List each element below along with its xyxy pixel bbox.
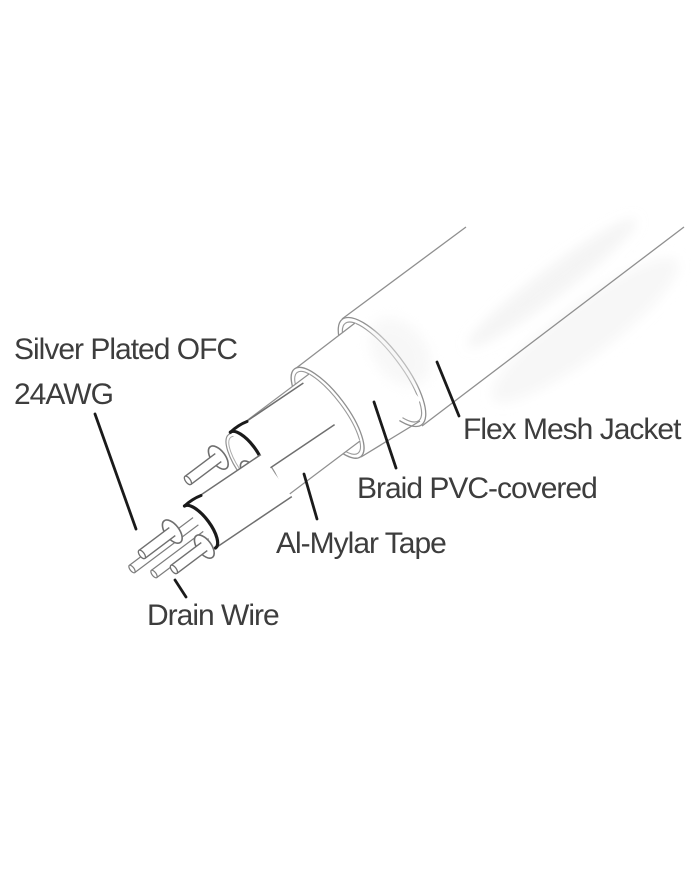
bare-conductor	[169, 542, 208, 575]
label-flex-mesh-jacket: Flex Mesh Jacket	[463, 413, 681, 446]
leader-al-mylar-tape	[302, 472, 319, 521]
bare-conductor	[137, 527, 176, 560]
tape-bottom-edge	[278, 440, 361, 503]
label-silver-plated-ofc-line2: 24AWG	[14, 378, 114, 411]
jacket-shading	[467, 218, 679, 403]
braid-bottom-edge	[360, 420, 421, 458]
braid-shading	[369, 317, 431, 387]
leader-silver-plated-ofc	[93, 412, 138, 531]
label-braid-pvc-covered: Braid PVC-covered	[357, 472, 598, 505]
braid-body	[295, 323, 421, 457]
pair-lower-cut-wrap	[183, 494, 203, 508]
twisted-pair-lower	[137, 453, 293, 575]
braid-top-edge	[294, 322, 356, 370]
pair-lower-cut-edge	[182, 503, 220, 550]
pair-upper-bottom-edge	[261, 423, 336, 475]
label-al-mylar-tape: Al-Mylar Tape	[276, 527, 447, 560]
jacket-top-edge	[341, 226, 467, 320]
leader-flex-mesh-jacket	[435, 360, 461, 418]
pair-upper-cut-wrap	[228, 420, 249, 434]
jacket-bottom-edge	[421, 226, 685, 427]
label-drain-wire: Drain Wire	[147, 599, 280, 632]
label-silver-plated-ofc-line1: Silver Plated OFC	[14, 333, 238, 366]
leader-braid-pvc-covered	[372, 400, 398, 470]
leader-lines	[93, 360, 461, 599]
pair-lower-bottom-edge	[215, 495, 293, 549]
leader-drain-wire	[173, 578, 188, 599]
bare-conductor	[183, 453, 222, 486]
